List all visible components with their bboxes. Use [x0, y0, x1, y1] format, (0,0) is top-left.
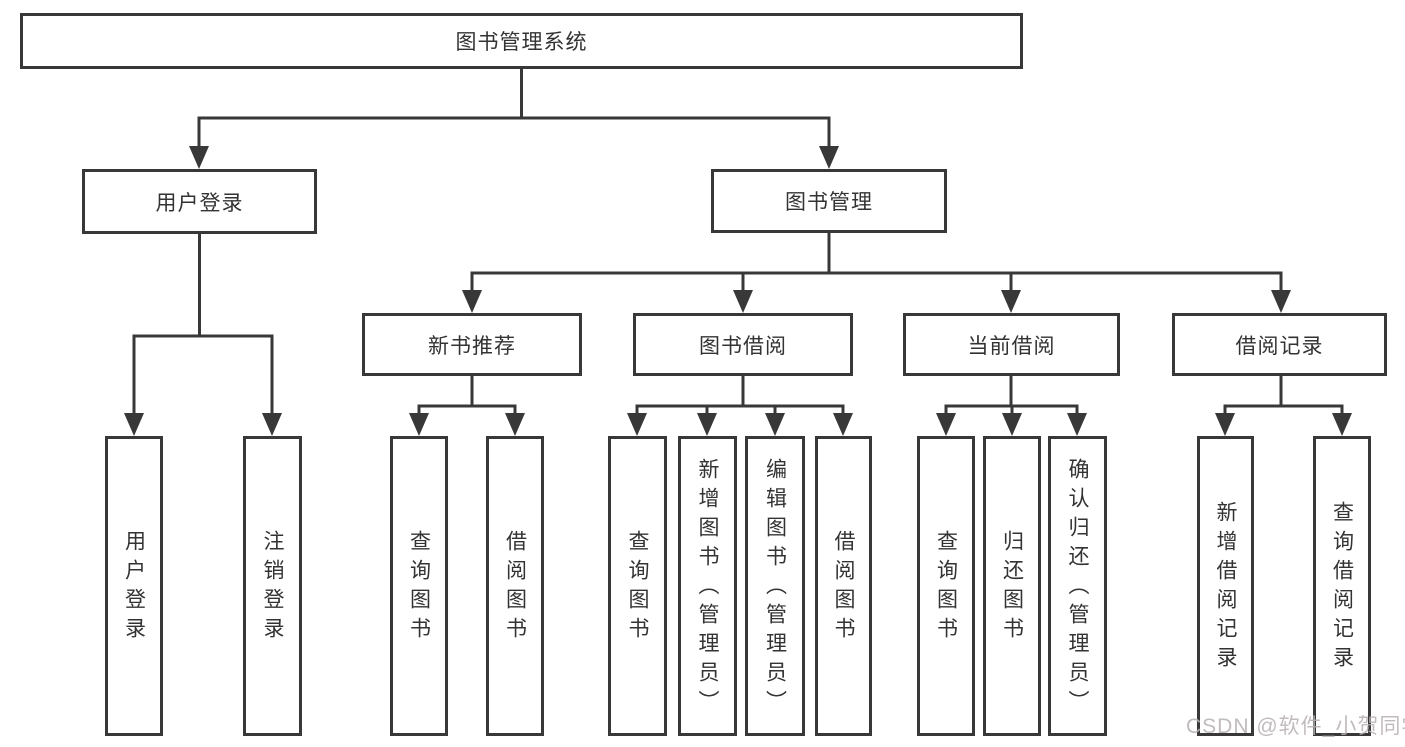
- node-new-book-recommend: 新书推荐: [362, 313, 582, 376]
- csdn-watermark: CSDN @软件_小贺同学: [1186, 715, 1405, 738]
- node-current-borrow: 当前借阅: [903, 313, 1120, 376]
- leaf-return-books: 归还图书: [983, 436, 1041, 736]
- leaf-confirm-return-admin: 确认归还（管理员）: [1048, 436, 1107, 736]
- leaf-query-books-current: 查询图书: [917, 436, 975, 736]
- leaf-query-books-borrow: 查询图书: [608, 436, 667, 736]
- node-borrow-records: 借阅记录: [1172, 313, 1387, 376]
- node-book-borrow: 图书借阅: [633, 313, 853, 376]
- leaf-edit-books-admin: 编辑图书（管理员）: [745, 436, 805, 736]
- node-book-management: 图书管理: [711, 169, 947, 233]
- node-user-login: 用户登录: [82, 169, 317, 234]
- leaf-user-login: 用户登录: [105, 436, 163, 736]
- leaf-add-borrow-record: 新增借阅记录: [1197, 436, 1254, 736]
- leaf-add-books-admin: 新增图书（管理员）: [678, 436, 737, 736]
- leaf-query-borrow-record: 查询借阅记录: [1313, 436, 1371, 736]
- leaf-logout: 注销登录: [243, 436, 302, 736]
- leaf-borrow-books-recommend: 借阅图书: [486, 436, 544, 736]
- node-library-management-system: 图书管理系统: [20, 13, 1023, 69]
- leaf-query-books-recommend: 查询图书: [390, 436, 448, 736]
- leaf-borrow-books: 借阅图书: [815, 436, 872, 736]
